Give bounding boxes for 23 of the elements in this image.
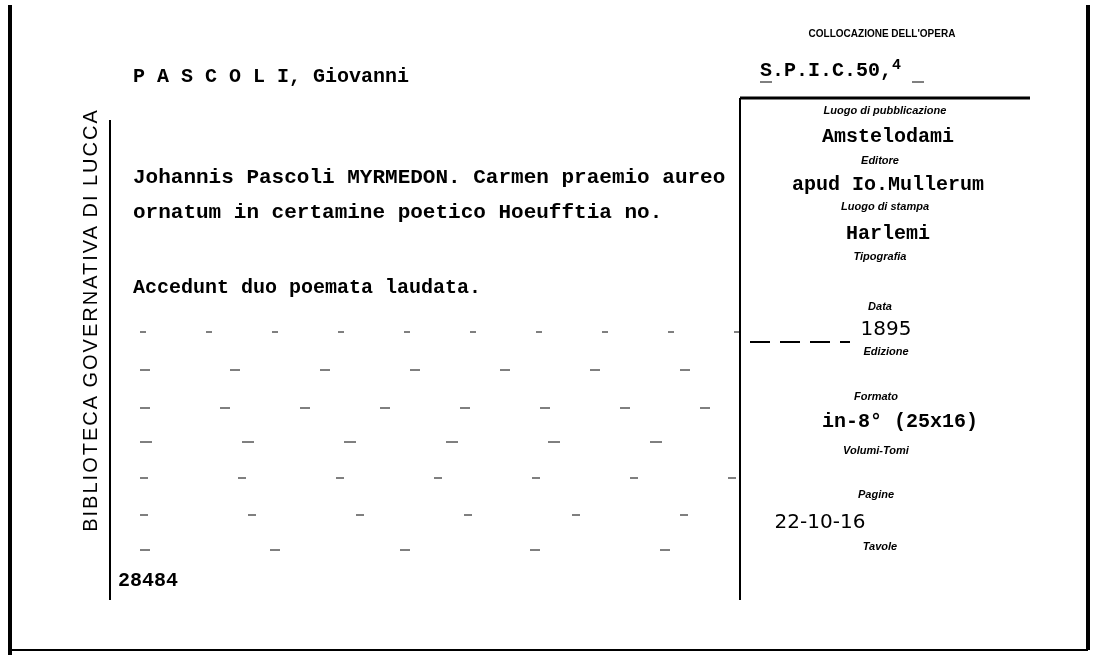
- field-heading: Editore: [861, 152, 899, 168]
- title-entry: Johannis Pascoli MYRMEDON. Carmen praemio aureo ornatum in certamine poetico Hoeufftia no.: [133, 165, 727, 226]
- typed-text: in-8° (25x16): [822, 409, 978, 435]
- heading: COLLOCAZIONE DELL'OPERA: [808, 26, 956, 41]
- typed-text: Accedunt duo poemata laudata.: [133, 275, 482, 301]
- library-name: BIBLIOTECA GOVERNATIVA DI LUCCA: [78, 107, 102, 534]
- field-heading: Luogo di pubblicazione: [823, 102, 947, 118]
- field-value: 22-10-16: [774, 508, 866, 535]
- field-heading: Data: [868, 298, 892, 314]
- typed-text: Amstelodami: [822, 124, 954, 150]
- field-heading: Tavole: [862, 538, 898, 554]
- typed-text: P A S C O L I, Giovanni: [133, 64, 410, 90]
- field-heading: Edizione: [863, 343, 909, 359]
- field-heading: Formato: [854, 388, 898, 404]
- typed-text: 28484: [118, 568, 178, 594]
- typed-text: apud Io.Mullerum: [792, 172, 984, 198]
- field-value: 1895: [860, 315, 912, 342]
- field-heading: Pagine: [857, 486, 895, 502]
- field-heading: Luogo di stampa: [841, 198, 929, 214]
- field-heading: Tipografia: [853, 248, 907, 264]
- typed-text: Harlemi: [846, 221, 930, 247]
- field-heading: Volumi-Tomi: [843, 442, 909, 458]
- typed-text: S.P.I.C.50,$^{4}$: [760, 56, 902, 84]
